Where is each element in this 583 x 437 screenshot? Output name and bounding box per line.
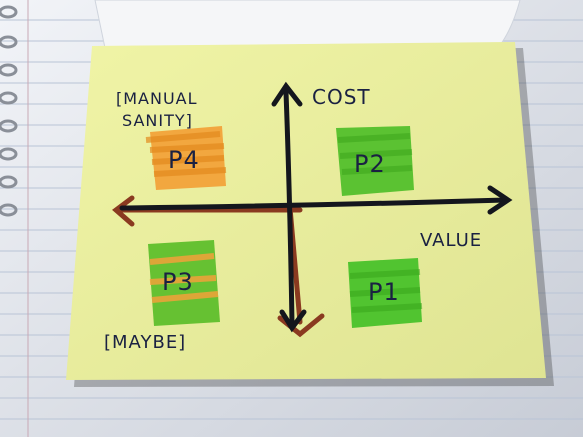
x-axis-label: VALUE: [420, 230, 482, 251]
top-left-note-line1: [MANUAL: [116, 89, 198, 108]
spiral-binding: [0, 5, 18, 217]
y-axis-label: COST: [312, 85, 371, 109]
quadrant-p2-label: P2: [354, 150, 386, 178]
axis-arrows: [119, 81, 513, 333]
quadrant-p2: [336, 126, 414, 196]
bottom-left-note: [MAYBE]: [104, 332, 186, 353]
quadrant-p3-label: P3: [162, 268, 194, 296]
quadrant-p1-label: P1: [368, 278, 400, 306]
quadrant-p4: [145, 126, 227, 190]
quadrant-p1: [348, 258, 423, 328]
quadrant-p4-label: P4: [168, 146, 200, 174]
curled-page: [94, 0, 521, 49]
quadrant-p3: [148, 240, 220, 326]
top-left-note-line2: SANITY]: [122, 111, 193, 130]
